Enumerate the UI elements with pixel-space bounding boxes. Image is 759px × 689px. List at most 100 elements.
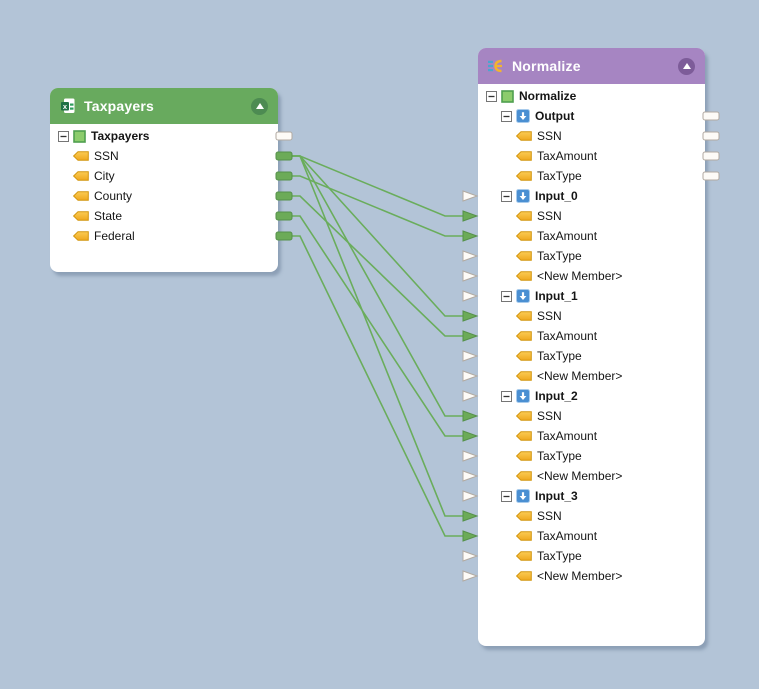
tree-item-label: TaxType bbox=[537, 349, 582, 363]
connection-wire[interactable] bbox=[292, 155, 463, 317]
expand-minus-icon[interactable] bbox=[486, 90, 497, 102]
input-connector-white[interactable] bbox=[462, 270, 479, 282]
tree-item-taxamount[interactable]: TaxAmount bbox=[478, 426, 705, 446]
input-connector-green[interactable] bbox=[462, 510, 479, 522]
tree-item-taxamount[interactable]: TaxAmount bbox=[478, 526, 705, 546]
section-square-icon bbox=[516, 189, 530, 203]
tree-item-ssn[interactable]: SSN bbox=[478, 506, 705, 526]
input-connector-green[interactable] bbox=[462, 410, 479, 422]
tree-item-taxtype[interactable]: TaxType bbox=[478, 346, 705, 366]
tree-item-ssn[interactable]: SSN bbox=[50, 146, 278, 166]
member-tag-icon bbox=[516, 411, 532, 421]
tree-item-input_3[interactable]: Input_3 bbox=[478, 486, 705, 506]
tree-item-label: Input_3 bbox=[535, 489, 578, 503]
output-connector-green[interactable] bbox=[275, 211, 293, 221]
input-connector-white[interactable] bbox=[462, 290, 479, 302]
member-tag-icon bbox=[516, 331, 532, 341]
expand-minus-icon[interactable] bbox=[58, 130, 69, 142]
expand-minus-icon[interactable] bbox=[501, 290, 512, 302]
output-connector-white[interactable] bbox=[702, 111, 720, 121]
expand-minus-icon[interactable] bbox=[501, 110, 512, 122]
connection-wire[interactable] bbox=[292, 215, 463, 437]
tree-item-taxtype[interactable]: TaxType bbox=[478, 166, 705, 186]
tree-item-label: TaxAmount bbox=[537, 429, 598, 443]
tree-item-normalize[interactable]: Normalize bbox=[478, 86, 705, 106]
input-connector-green[interactable] bbox=[462, 330, 479, 342]
tree-item-newmember[interactable]: <New Member> bbox=[478, 266, 705, 286]
tree-item-taxamount[interactable]: TaxAmount bbox=[478, 226, 705, 246]
tree-item-federal[interactable]: Federal bbox=[50, 226, 278, 246]
input-connector-white[interactable] bbox=[462, 470, 479, 482]
member-tag-icon bbox=[516, 451, 532, 461]
tree-item-label: Normalize bbox=[519, 89, 577, 103]
expand-minus-icon[interactable] bbox=[501, 490, 512, 502]
tree-item-label: Input_0 bbox=[535, 189, 578, 203]
connection-wire[interactable] bbox=[292, 155, 463, 217]
tree-item-taxamount[interactable]: TaxAmount bbox=[478, 146, 705, 166]
input-connector-white[interactable] bbox=[462, 190, 479, 202]
tree-item-county[interactable]: County bbox=[50, 186, 278, 206]
root-square-icon bbox=[501, 89, 514, 103]
tree-item-label: SSN bbox=[537, 129, 562, 143]
tree-item-taxtype[interactable]: TaxType bbox=[478, 446, 705, 466]
input-connector-green[interactable] bbox=[462, 310, 479, 322]
input-connector-white[interactable] bbox=[462, 550, 479, 562]
input-connector-white[interactable] bbox=[462, 570, 479, 582]
tree-item-label: TaxAmount bbox=[537, 329, 598, 343]
tree-item-taxtype[interactable]: TaxType bbox=[478, 246, 705, 266]
input-connector-white[interactable] bbox=[462, 350, 479, 362]
output-connector-green[interactable] bbox=[275, 191, 293, 201]
collapse-button[interactable] bbox=[678, 57, 695, 75]
output-connector-white[interactable] bbox=[275, 131, 293, 141]
connection-wire[interactable] bbox=[292, 195, 463, 337]
tree-item-label: City bbox=[94, 169, 115, 183]
input-connector-white[interactable] bbox=[462, 370, 479, 382]
output-connector-white[interactable] bbox=[702, 131, 720, 141]
member-tag-icon bbox=[516, 311, 532, 321]
tree-item-state[interactable]: State bbox=[50, 206, 278, 226]
tree-item-input_0[interactable]: Input_0 bbox=[478, 186, 705, 206]
input-connector-green[interactable] bbox=[462, 530, 479, 542]
tree-item-ssn[interactable]: SSN bbox=[478, 206, 705, 226]
tree-item-label: <New Member> bbox=[537, 469, 623, 483]
collapse-button[interactable] bbox=[251, 97, 268, 115]
input-connector-white[interactable] bbox=[462, 250, 479, 262]
tree-item-city[interactable]: City bbox=[50, 166, 278, 186]
output-connector-green[interactable] bbox=[275, 151, 293, 161]
tree-item-taxtype[interactable]: TaxType bbox=[478, 546, 705, 566]
tree-item-taxamount[interactable]: TaxAmount bbox=[478, 326, 705, 346]
tree-item-input_2[interactable]: Input_2 bbox=[478, 386, 705, 406]
expand-minus-icon[interactable] bbox=[501, 390, 512, 402]
tree-item-newmember[interactable]: <New Member> bbox=[478, 466, 705, 486]
connection-wire[interactable] bbox=[292, 155, 463, 417]
connection-wire[interactable] bbox=[292, 155, 463, 517]
input-connector-white[interactable] bbox=[462, 390, 479, 402]
normalize-icon bbox=[488, 58, 504, 74]
tree-item-newmember[interactable]: <New Member> bbox=[478, 566, 705, 586]
tree-item-ssn[interactable]: SSN bbox=[478, 406, 705, 426]
output-connector-green[interactable] bbox=[275, 171, 293, 181]
connection-wire[interactable] bbox=[292, 235, 463, 537]
connection-wire[interactable] bbox=[292, 175, 463, 237]
output-connector-white[interactable] bbox=[702, 171, 720, 181]
input-connector-white[interactable] bbox=[462, 450, 479, 462]
output-connector-green[interactable] bbox=[275, 231, 293, 241]
input-connector-white[interactable] bbox=[462, 490, 479, 502]
input-connector-green[interactable] bbox=[462, 210, 479, 222]
tree-item-input_1[interactable]: Input_1 bbox=[478, 286, 705, 306]
tree-item-ssn[interactable]: SSN bbox=[478, 126, 705, 146]
tree-item-label: TaxType bbox=[537, 549, 582, 563]
expand-minus-icon[interactable] bbox=[501, 190, 512, 202]
output-connector-white[interactable] bbox=[702, 151, 720, 161]
input-connector-green[interactable] bbox=[462, 430, 479, 442]
input-connector-green[interactable] bbox=[462, 230, 479, 242]
tree-item-ssn[interactable]: SSN bbox=[478, 306, 705, 326]
tree-item-newmember[interactable]: <New Member> bbox=[478, 366, 705, 386]
tree-item-output[interactable]: Output bbox=[478, 106, 705, 126]
component-header[interactable]: Normalize bbox=[478, 48, 705, 84]
tree-item-taxpayers[interactable]: Taxpayers bbox=[50, 126, 278, 146]
